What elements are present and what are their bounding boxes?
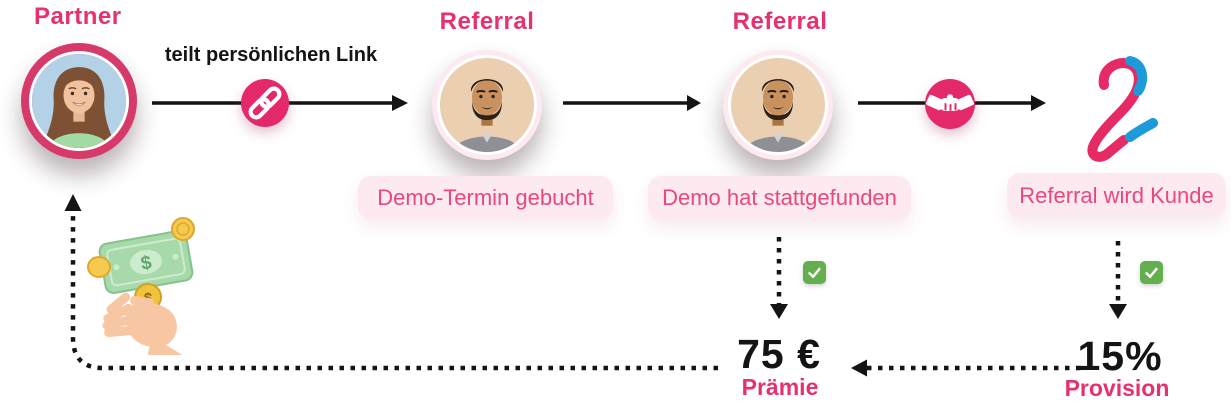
brand-2-logo [1080, 53, 1160, 168]
partner-heading: Partner [34, 3, 122, 30]
referral-heading-2: Referral [732, 8, 828, 35]
link-icon [241, 79, 289, 127]
man-portrait [731, 58, 825, 152]
referral-avatar-1 [432, 50, 542, 160]
referral-heading-1: Referral [439, 8, 535, 35]
commission-value: 15% [1077, 333, 1163, 379]
checkmark-icon [1140, 261, 1163, 284]
arrow-demo [563, 95, 701, 111]
status-demo-booked-label: Demo-Termin gebucht [377, 184, 594, 210]
dotted-arrow-commission [1109, 241, 1127, 319]
woman-portrait [32, 54, 126, 148]
svg-text:$: $ [139, 252, 153, 275]
referral-avatar-2 [723, 50, 833, 160]
status-becomes-customer-label: Referral wird Kunde [1019, 182, 1214, 208]
status-demo-booked: Demo-Termin gebucht [358, 176, 613, 219]
status-demo-done-label: Demo hat stattgefunden [662, 185, 897, 210]
dashed-arrow-commission-to-premium [851, 359, 1087, 377]
premium-value: 75 € [737, 331, 821, 377]
status-demo-done: Demo hat stattgefunden [648, 176, 911, 220]
man-portrait [440, 58, 534, 152]
dotted-arrow-premium [770, 237, 788, 319]
partner-avatar [21, 43, 137, 159]
premium-label: Prämie [741, 374, 819, 400]
hand-with-money-illustration: $ $ [86, 215, 206, 360]
checkmark-icon [803, 261, 826, 284]
handshake-icon [925, 79, 975, 129]
status-becomes-customer: Referral wird Kunde [1007, 173, 1226, 218]
dashed-return-path [64, 194, 718, 371]
commission-label: Provision [1064, 375, 1170, 401]
share-link-label: teilt persönlichen Link [164, 44, 378, 66]
